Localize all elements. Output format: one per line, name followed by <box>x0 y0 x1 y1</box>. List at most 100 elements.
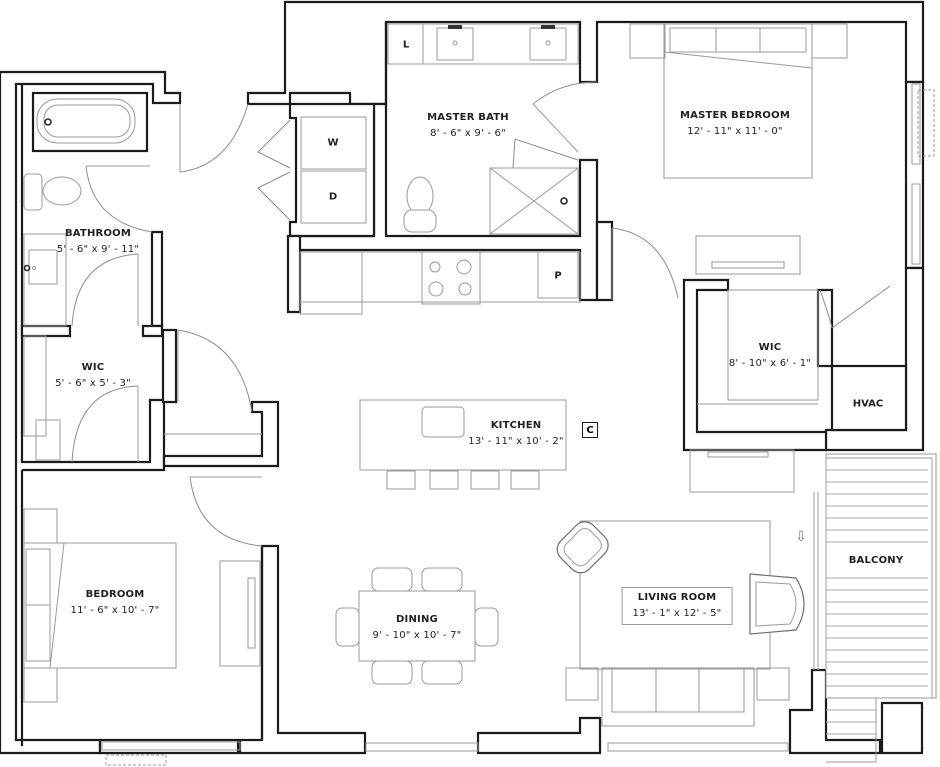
bar-stool <box>470 470 500 490</box>
master-bed <box>663 23 813 179</box>
slide-direction-arrow-icon: ⇩ <box>795 529 807 545</box>
bar-stool <box>429 470 459 490</box>
bathroom-fixtures <box>23 91 249 463</box>
master-toilet-icon <box>406 176 434 216</box>
bathroom-door-swing <box>85 165 153 233</box>
dining-chair <box>371 567 413 592</box>
room-name: MASTER BEDROOM <box>680 110 790 121</box>
room-dimensions: 13' - 11" x 10' - 2" <box>468 436 564 447</box>
sink-left-icon <box>436 27 474 61</box>
nightstand <box>629 23 666 59</box>
vanity <box>23 233 67 327</box>
master-bedroom-door-swing <box>611 227 679 299</box>
room-dimensions: 9' - 10" x 10' - 7" <box>372 630 462 641</box>
dresser <box>219 560 261 667</box>
master-bath-fixtures <box>387 23 598 235</box>
room-dimensions: 12' - 11" x 11' - 0" <box>687 126 783 137</box>
room-dimensions: 5' - 6" x 5' - 3" <box>55 378 131 389</box>
room-label-living-room: LIVING ROOM 13' - 1" x 12' - 5" <box>621 587 733 625</box>
toilet-tank <box>23 173 43 211</box>
armchair <box>749 573 805 635</box>
washer-tag: W <box>327 137 339 149</box>
shower-drain-icon <box>560 197 568 205</box>
room-dimensions: 11' - 6" x 10' - 7" <box>70 605 160 616</box>
dining-chair <box>335 607 360 647</box>
room-label-master-wic: WIC 8' - 10" x 6' - 1" <box>729 340 811 372</box>
dining-chair <box>421 567 463 592</box>
dining-chair <box>421 660 463 685</box>
hvac-tag: HVAC <box>852 398 884 410</box>
bar-stool <box>510 470 540 490</box>
window <box>911 83 921 165</box>
bedroom-door-swing <box>189 476 263 547</box>
wic-door-swing <box>71 385 139 463</box>
bathroom-wic-partition <box>20 84 166 472</box>
fridge <box>299 251 363 315</box>
bathtub <box>36 98 136 144</box>
balcony-wall-stub <box>880 701 924 755</box>
room-name: DINING <box>396 614 438 625</box>
bedroom-right-wall <box>20 470 264 746</box>
bottom-wall-mid <box>238 544 367 755</box>
linen-closet <box>387 23 424 65</box>
room-dimensions: 13' - 1" x 12' - 5" <box>632 608 722 619</box>
room-label-master-bath: MASTER BATH 8' - 6" x 9' - 6" <box>427 110 509 142</box>
sofa <box>601 667 755 727</box>
cooktop <box>421 251 481 305</box>
room-label-wic: WIC 5' - 6" x 5' - 3" <box>55 360 131 392</box>
nightstand <box>811 23 848 59</box>
kitchen-counter <box>299 251 581 315</box>
side-table <box>756 667 790 701</box>
shower <box>489 167 579 235</box>
armchair <box>556 521 609 574</box>
dryer <box>300 170 367 224</box>
master-wic-door <box>831 285 891 329</box>
bathroom-wic-door-swing <box>71 253 139 327</box>
entry-door-swing <box>179 103 249 173</box>
bottom-wall-dining <box>476 716 602 755</box>
master-wic-interior <box>689 289 908 493</box>
room-dimensions: 8' - 6" x 9' - 6" <box>430 128 506 139</box>
exterior-wall <box>246 0 925 106</box>
living-furniture <box>556 492 819 752</box>
room-name: WIC <box>758 342 782 353</box>
room-name: BEDROOM <box>85 589 145 600</box>
wic-divider-right <box>141 324 164 338</box>
balcony-decking <box>826 469 928 735</box>
side-table <box>565 667 599 701</box>
room-name: KITCHEN <box>490 420 542 431</box>
room-name: WIC <box>81 362 105 373</box>
laundry-bifold-doors <box>257 119 291 221</box>
balcony <box>825 453 937 763</box>
dining-furniture <box>335 567 499 752</box>
window <box>365 742 479 752</box>
dining-chair <box>371 660 413 685</box>
window <box>607 742 789 752</box>
room-label-balcony: BALCONY <box>846 553 906 569</box>
hall-closet-wall <box>161 328 280 468</box>
room-dimensions: 5' - 6" x 9' - 11" <box>56 244 140 255</box>
linen-tag: L <box>402 39 410 51</box>
pantry-tag: P <box>554 270 562 282</box>
nightstand <box>23 667 58 703</box>
master-bedroom-furniture <box>611 23 935 329</box>
window <box>911 183 921 265</box>
dryer-tag: D <box>328 191 338 203</box>
room-label-dining: DINING 9' - 10" x 10' - 7" <box>373 612 462 644</box>
coat-closet-tag: C <box>582 422 598 438</box>
master-bath-door-swing <box>532 81 598 105</box>
nightstand <box>23 508 58 544</box>
bathroom-inner-wall <box>150 230 164 328</box>
room-name: MASTER BATH <box>427 112 509 123</box>
sink-right-icon <box>529 27 567 61</box>
wic-shelving <box>727 289 819 401</box>
room-name: LIVING ROOM <box>637 592 717 603</box>
laundry-closet-wall <box>288 102 376 238</box>
wic-shelf <box>23 335 47 437</box>
room-name: BATHROOM <box>64 228 132 239</box>
hvac-closet <box>830 364 908 432</box>
room-label-master-bedroom: MASTER BEDROOM 12' - 11" x 11' - 0" <box>680 108 790 140</box>
pantry <box>537 251 579 299</box>
kitchen-back-wall <box>286 234 302 314</box>
